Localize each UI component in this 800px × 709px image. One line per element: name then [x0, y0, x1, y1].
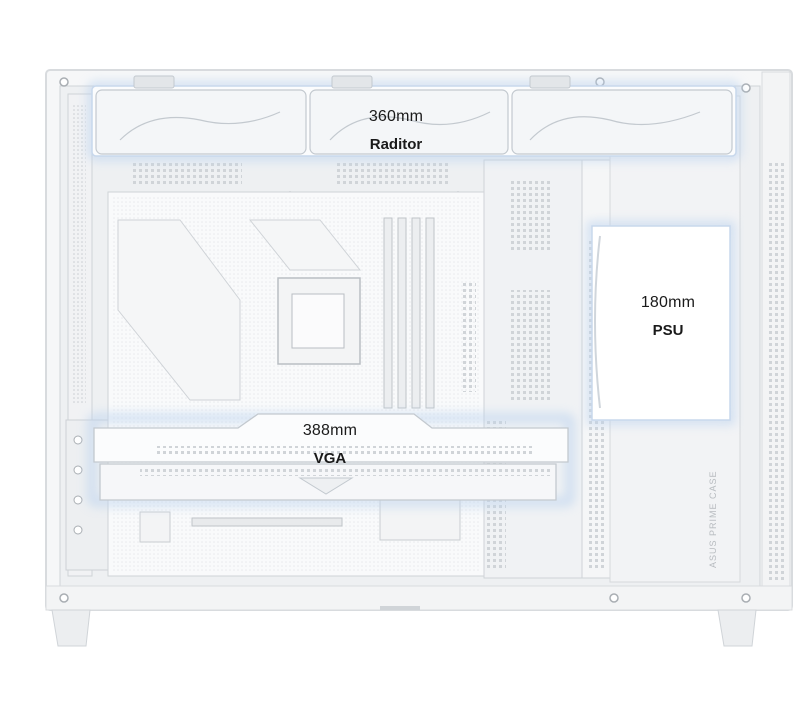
case-feet [51, 609, 757, 647]
vga-size: 388mm [302, 422, 358, 439]
radiator-fans [95, 89, 733, 155]
vga-highlight [87, 413, 575, 507]
psu-label: 180mm PSU [618, 294, 718, 339]
radiator-name: Raditor [369, 136, 423, 153]
psu-highlight [587, 221, 735, 425]
psu-name: PSU [652, 322, 684, 339]
motherboard [107, 191, 485, 577]
brand-text: ASUS PRIME CASE [708, 470, 718, 568]
radiator-label: 360mm Raditor [346, 108, 446, 153]
psu-size: 180mm [640, 294, 696, 311]
vga-name: VGA [313, 450, 347, 467]
top-vents [130, 160, 448, 184]
vga-label: 388mm VGA [280, 422, 380, 467]
radiator-highlight [87, 75, 741, 161]
radiator-size: 360mm [368, 108, 424, 125]
